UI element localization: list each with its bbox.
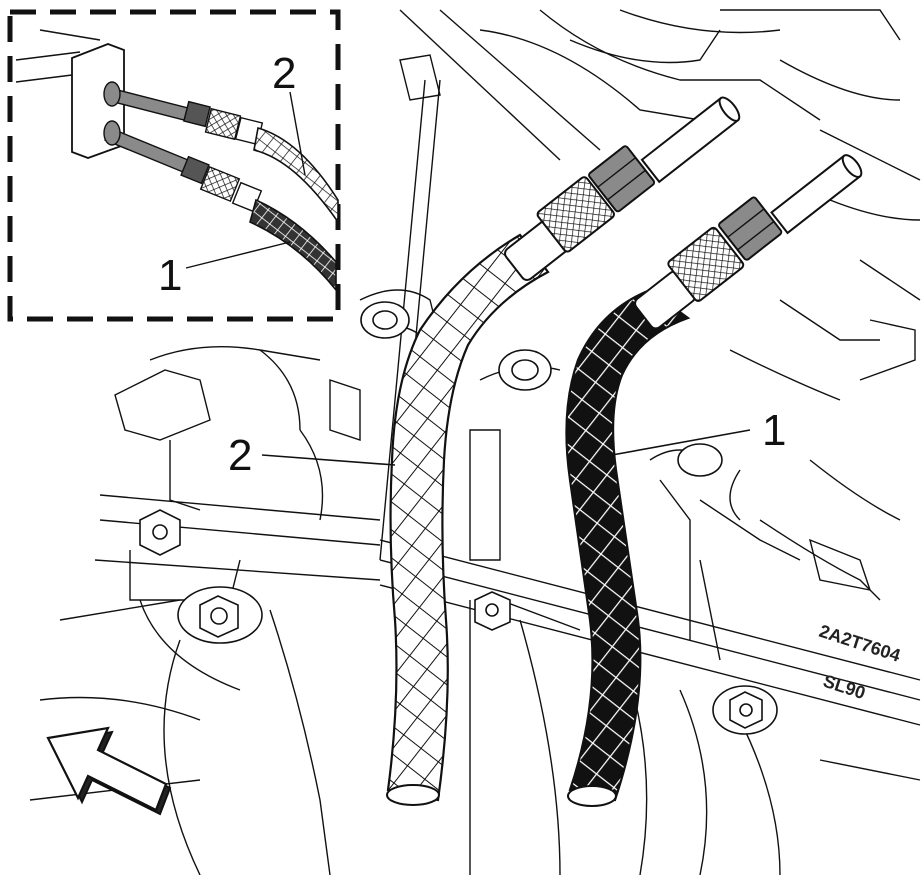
part-codes: 2A2T7604 SL90 [817, 621, 903, 703]
engine-background [29, 9, 921, 875]
hose-2-braided-section [386, 233, 550, 802]
inset-callout-2: 2 [272, 49, 296, 98]
hose-2-hex-nut [588, 145, 656, 213]
hose-1-knurled-fitting [667, 226, 745, 302]
inset-hose-1 [103, 120, 337, 293]
mounting-bolts [139, 301, 778, 735]
hose-2-assembly [386, 96, 741, 806]
bolt-left-upper [139, 509, 181, 556]
inset-detail: 2 1 [7, 9, 341, 322]
hose-1-hex-nut [718, 196, 783, 261]
clamp-ring-right [677, 443, 723, 477]
inset-callout-1: 1 [158, 251, 182, 300]
clamp-ring-left [360, 301, 410, 339]
diagram-code: 2A2T7604 [817, 621, 903, 666]
callout-2: 2 [228, 431, 252, 480]
bolt-left-lower [177, 586, 263, 644]
inset-leader-line-1 [185, 241, 291, 269]
leader-line-1 [611, 429, 751, 456]
diagram-sub-code: SL90 [821, 671, 868, 703]
clamp-ring-center [498, 349, 552, 391]
main-callouts: 2 1 [228, 406, 786, 480]
hose-2-metal-line [640, 96, 741, 184]
inset-leader-line-2 [289, 91, 306, 176]
leader-line-2 [261, 454, 396, 466]
callout-1: 1 [762, 406, 786, 455]
arrow-left-icon [46, 726, 172, 816]
hose-1-braided-section [565, 288, 691, 802]
hose-1-assembly [565, 154, 863, 807]
hose-1-metal-line [770, 154, 863, 235]
hose-2-knurled-fitting [536, 176, 615, 253]
inset-hose-2 [103, 81, 339, 225]
hose-2-cut-end [386, 784, 440, 806]
hose-1-cut-end [567, 785, 617, 807]
bolt-center [474, 591, 511, 631]
bolt-right [712, 685, 778, 735]
